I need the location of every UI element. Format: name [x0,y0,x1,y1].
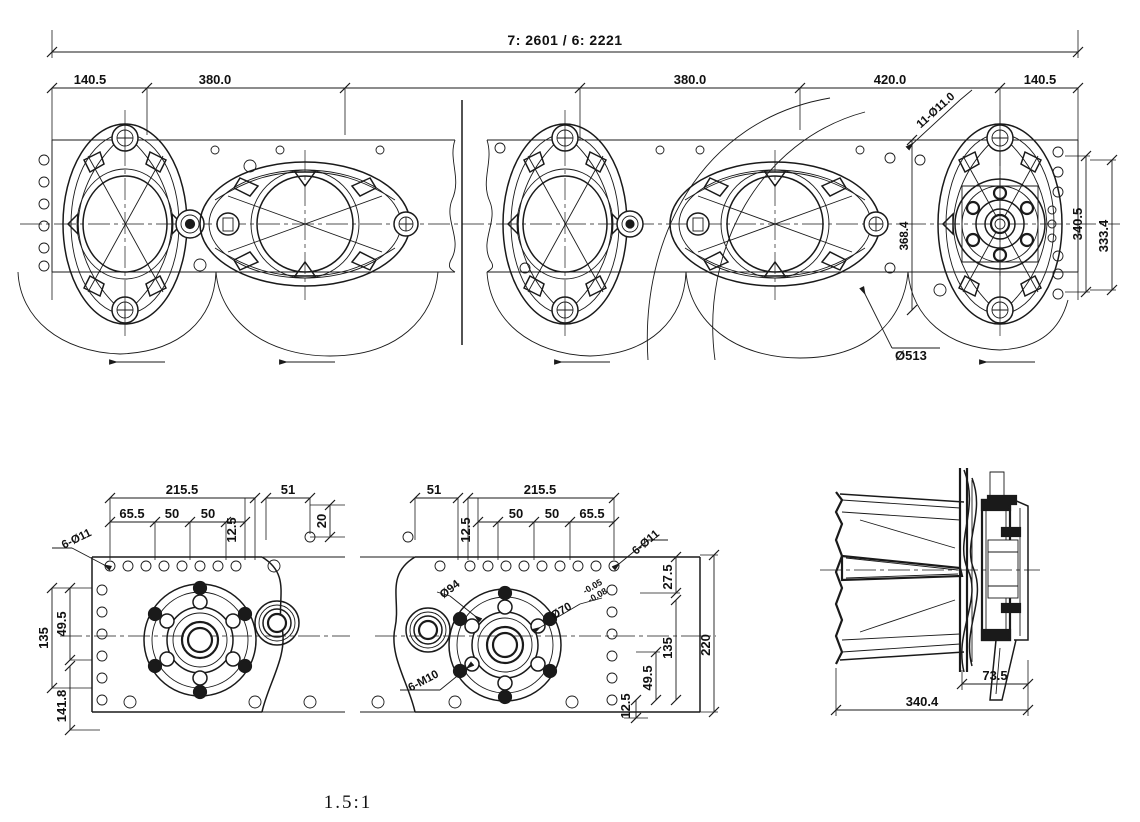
dim-340-4: 340.4 [906,694,939,709]
dim-49-5-left: 49.5 [54,611,69,636]
scale-label: 1.5:1 [324,792,373,813]
dim-135-right: 135 [660,637,675,659]
label-6-dia-11-right: 6-Ø11 [630,528,662,558]
bottom-right-view: 51 215.5 12.5 50 50 65.5 [360,482,720,724]
br-dim-chain-top: 51 215.5 12.5 50 50 65.5 [409,482,620,560]
bolt-holes-right-bottom-row [371,695,579,709]
oval-housing-left-2 [199,150,419,300]
bolt-strip-left [38,154,50,272]
dim-420: 420.0 [874,72,907,87]
dim-380-right: 380.0 [674,72,707,87]
bl-dim-chain-top: 215.5 65.5 50 50 12.5 51 [104,482,345,560]
dim-220: 220 [698,634,713,656]
dim-380-left: 380.0 [199,72,232,87]
label-dia-513: Ø513 [895,348,927,363]
dim-140-5-right: 140.5 [1024,72,1057,87]
bearing-right-view [405,607,451,653]
oval-housing-right-2 [669,150,889,300]
bearing-left-view [254,600,300,646]
end-view-hub-housing [937,110,1063,340]
dim-12-5-left: 12.5 [224,517,239,542]
dim-51-right: 51 [427,482,441,497]
section-housing-block [980,471,1029,701]
bolt-holes-left-side-col [96,584,108,706]
hub-right [448,585,562,705]
bolt-holes-left-bottom-row [123,695,317,709]
top-hole-row-left [193,145,385,272]
dim-135-left: 135 [36,627,51,649]
callout-6-dia-11-right: 6-Ø11 [611,528,668,571]
label-11-dia-11: 11-Ø11.0 [915,91,958,131]
dim-368-4: 368.4 [899,221,911,250]
top-view-body [17,97,1120,361]
shaft-boss-right-1 [616,210,644,238]
dim-20-left: 20 [314,514,329,528]
bl-dim-chain-left: 135 49.5 141.8 [36,582,100,736]
dim-65-5-right: 65.5 [579,506,604,521]
dim-51-left: 51 [281,482,295,497]
elliptical-housing-right-1 [502,110,628,340]
section-dims: 73.5 340.4 [830,660,1034,716]
dim-340-5: 340.5 [1070,208,1085,241]
bolt-holes-right-col [606,584,618,706]
top-view-dimension-chain: 140.5 380.0 380.0 420.0 140.5 [46,30,1084,300]
dim-140-5-left: 140.5 [74,72,107,87]
label-dia-70: Ø70 [549,601,574,622]
hub-left [143,580,257,700]
br-dim-chain-right: 27.5 135 220 49.5 12.5 [618,549,720,724]
top-hole-row-right [494,142,947,297]
dim-50-b-right: 50 [545,506,559,521]
bolt-holes-right-top-row [434,560,620,572]
callout-11-holes: 11-Ø11.0 [905,89,973,151]
top-view-vertical-dims: 368.4 340.5 333.4 [899,134,1118,316]
label-dia-94: Ø94 [438,578,463,601]
dim-333-4: 333.4 [1096,219,1111,252]
dim-50-a-left: 50 [165,506,179,521]
elliptical-housing-left [62,110,188,340]
shaft-boss-left [175,209,205,239]
bolt-strip-right [1047,146,1064,300]
dim-49-5-right: 49.5 [640,665,655,690]
section-view: 73.5 340.4 [820,468,1040,716]
dim-215-5-left: 215.5 [166,482,199,497]
dim-27-5: 27.5 [660,564,675,589]
dim-73-5: 73.5 [982,668,1007,683]
dim-12-5-bottom-right: 12.5 [618,693,633,718]
dim-215-5-right: 215.5 [524,482,557,497]
callout-dia-513: Ø513 [859,285,940,363]
drawing-title: 7: 2601 / 6: 2221 [507,32,622,48]
dim-12-5-right: 12.5 [458,517,473,542]
dim-65-5-left: 65.5 [119,506,144,521]
callout-6-dia-11-left: 6-Ø11 [52,527,113,571]
dim-50-b-left: 50 [201,506,215,521]
bolt-holes-left-top-row [104,531,414,573]
label-6-dia-11-left: 6-Ø11 [60,527,94,552]
dim-50-a-right: 50 [509,506,523,521]
bottom-left-view: 215.5 65.5 50 50 12.5 51 [36,482,414,736]
dim-141-8: 141.8 [54,690,69,723]
